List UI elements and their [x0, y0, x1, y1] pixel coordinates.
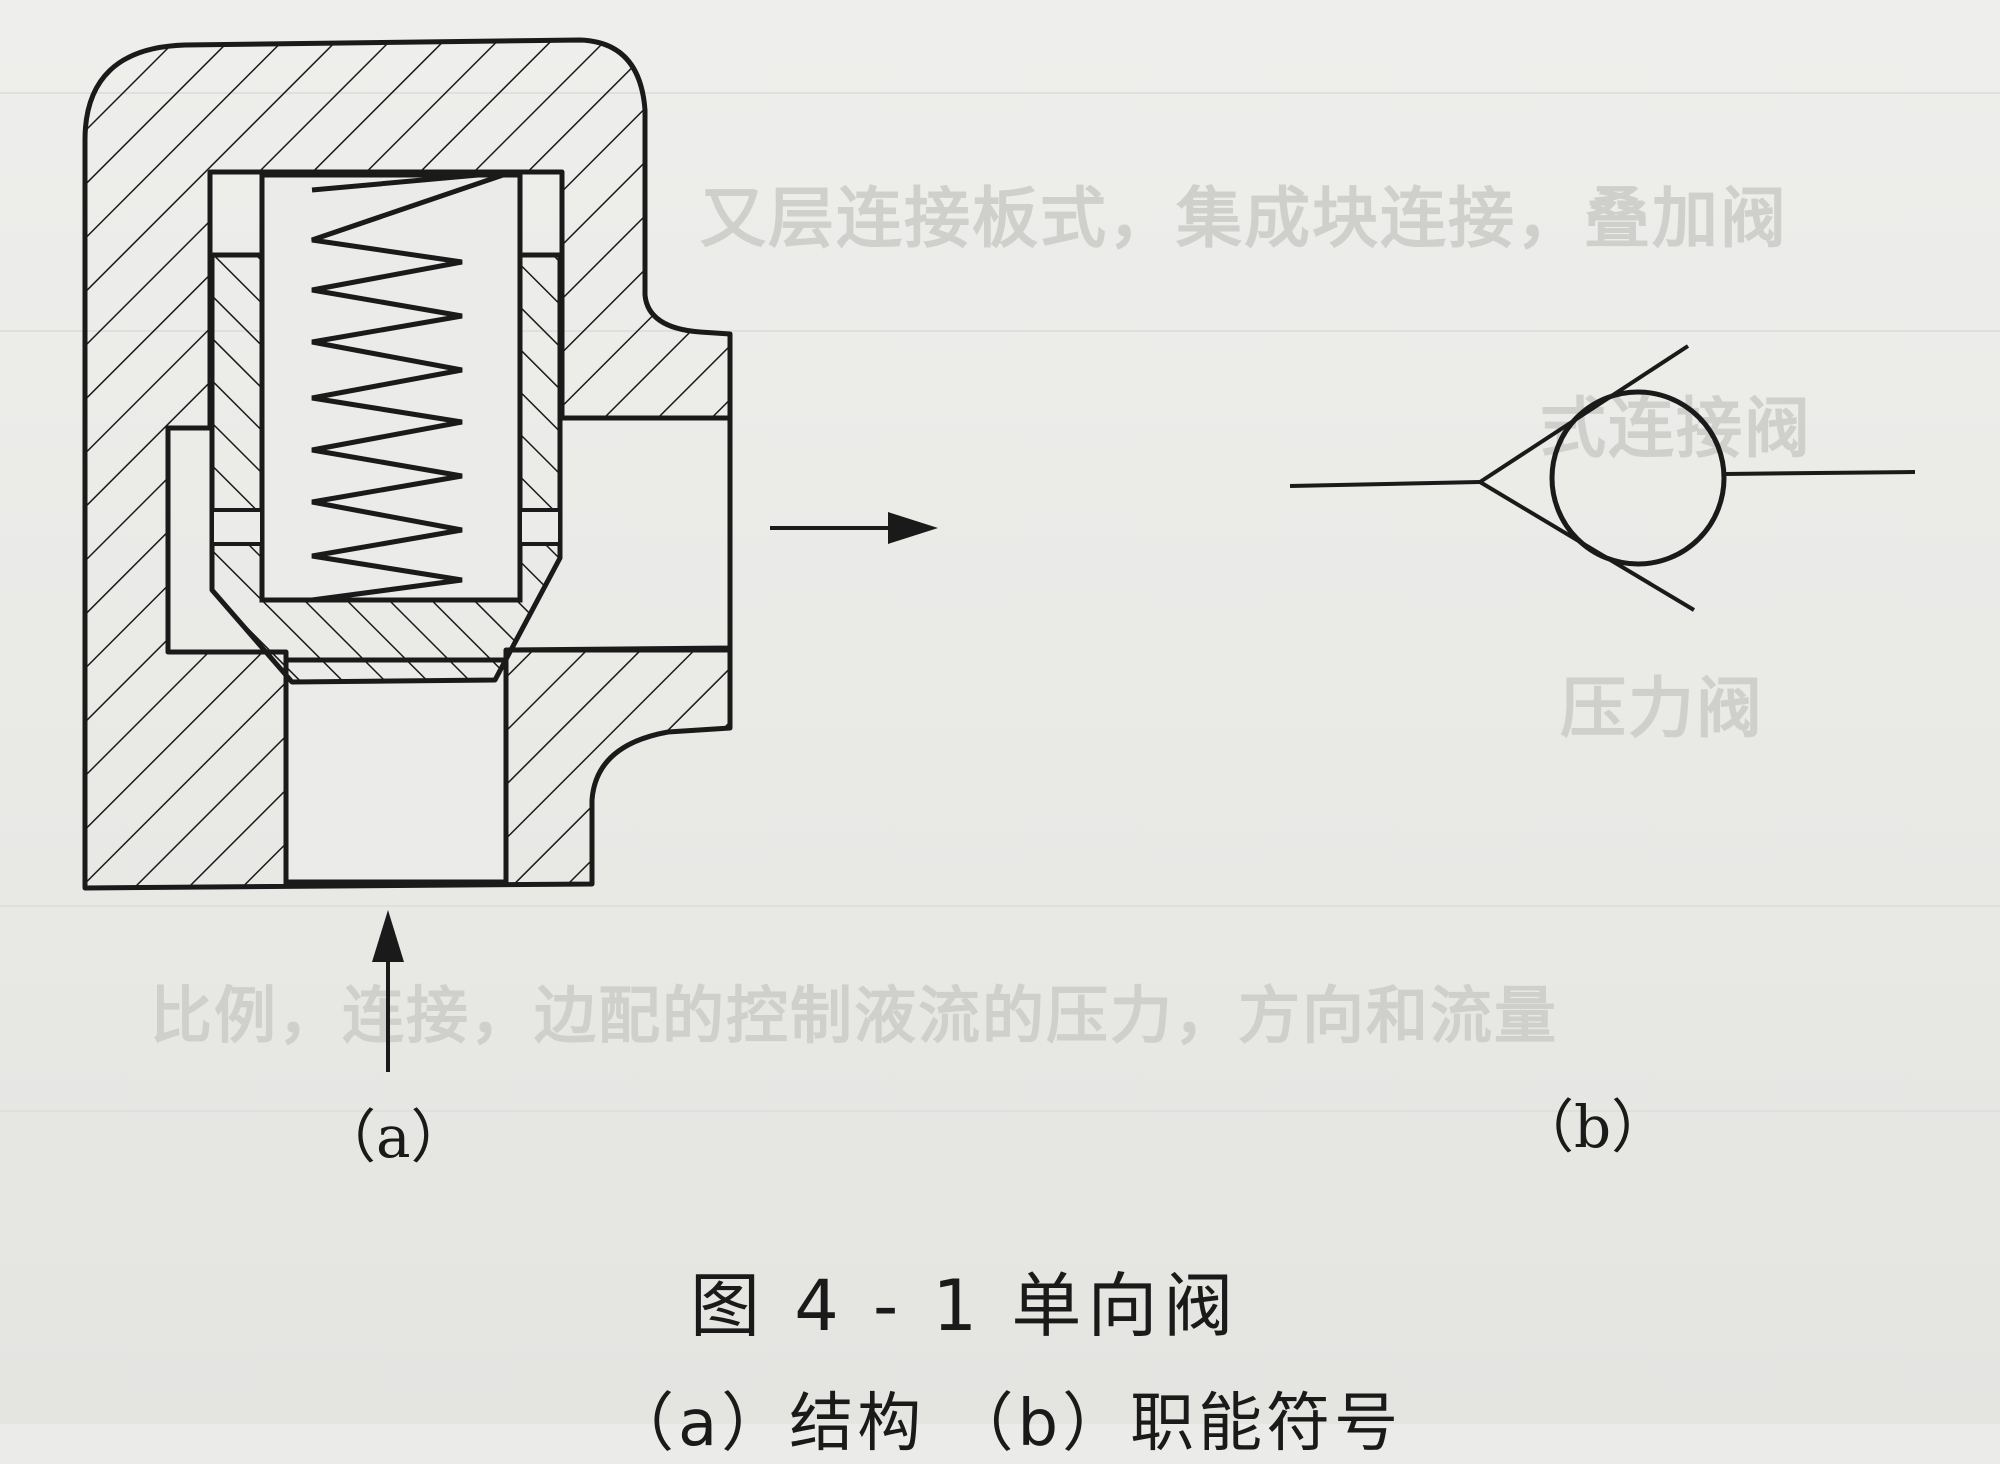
check-valve-symbol	[1289, 344, 1916, 612]
figure-caption: 图 4 - 1 单向阀	[690, 1265, 1240, 1347]
label-a: （a）	[318, 1103, 469, 1171]
inlet-flow-arrow	[372, 910, 404, 1072]
scan-line	[0, 905, 2000, 907]
valve-structure-section	[82, 37, 733, 891]
outlet-flow-arrow	[770, 512, 938, 544]
scan-line	[0, 92, 2000, 94]
figure-subcaption: （a）结构 （b）职能符号	[610, 1387, 1403, 1461]
label-b: （b）	[1516, 1093, 1670, 1161]
check-valve-diagram	[82, 37, 1916, 1072]
scan-line	[0, 1110, 2000, 1112]
poppet-side-hole-left	[210, 508, 264, 546]
bleed-through-text-4: 比例，连接，边配的控制液流的压力，方向和流量	[150, 979, 1559, 1052]
valve-spring	[311, 169, 513, 603]
inlet-passage	[283, 657, 509, 885]
poppet-bore	[259, 172, 523, 603]
scan-line	[0, 330, 2000, 332]
poppet-side-hole-right	[518, 508, 562, 546]
bleed-through-text-3: 压力阀	[1560, 670, 1764, 747]
bleed-through-text-1: 又层连接板式，集成块连接，叠加阀	[700, 180, 1788, 257]
